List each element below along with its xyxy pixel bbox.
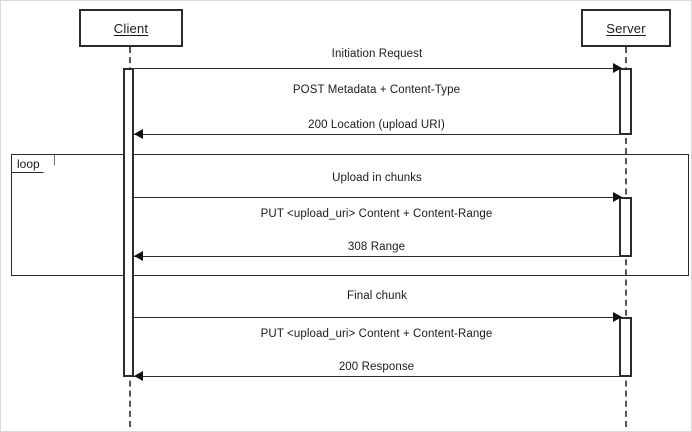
section-label-initiation: Initiation Request [331, 48, 423, 60]
loop-fragment-operator-label: loop [17, 156, 40, 171]
message-label-put-final-chunk: PUT <upload_uri> Content + Content-Range [260, 328, 493, 340]
activation-bar-client [123, 68, 134, 377]
participant-label-server: Server [606, 20, 646, 36]
message-label-200-response: 200 Response [338, 361, 415, 373]
participant-label-client: Client [113, 20, 149, 36]
message-label-post-metadata: POST Metadata + Content-Type [292, 84, 461, 96]
message-arrow-head-put-chunk [613, 192, 622, 202]
message-label-308-range: 308 Range [347, 241, 406, 253]
section-label-final: Final chunk [347, 290, 407, 302]
participant-box-server[interactable]: Server [581, 9, 671, 47]
message-arrow-line-200-response [142, 376, 619, 377]
message-label-put-chunk: PUT <upload_uri> Content + Content-Range [260, 208, 493, 220]
loop-fragment-operator-tab: loop [12, 155, 55, 173]
activation-bar-server-initiation [619, 68, 632, 135]
message-label-200-location: 200 Location (upload URI) [308, 119, 445, 131]
message-arrow-head-put-final-chunk [613, 312, 622, 322]
section-label-chunks: Upload in chunks [332, 172, 422, 184]
message-arrow-line-200-location [142, 134, 619, 135]
message-arrow-head-200-response [134, 371, 143, 381]
participant-box-client[interactable]: Client [79, 9, 183, 47]
loop-fragment-frame: loop [11, 154, 689, 276]
message-arrow-head-308-range [134, 251, 143, 261]
message-arrow-line-308-range [142, 256, 619, 257]
message-arrow-head-200-location [134, 129, 143, 139]
activation-bar-server-chunks [619, 197, 632, 257]
activation-bar-server-final [619, 317, 632, 377]
message-arrow-head-post-metadata [613, 63, 622, 73]
